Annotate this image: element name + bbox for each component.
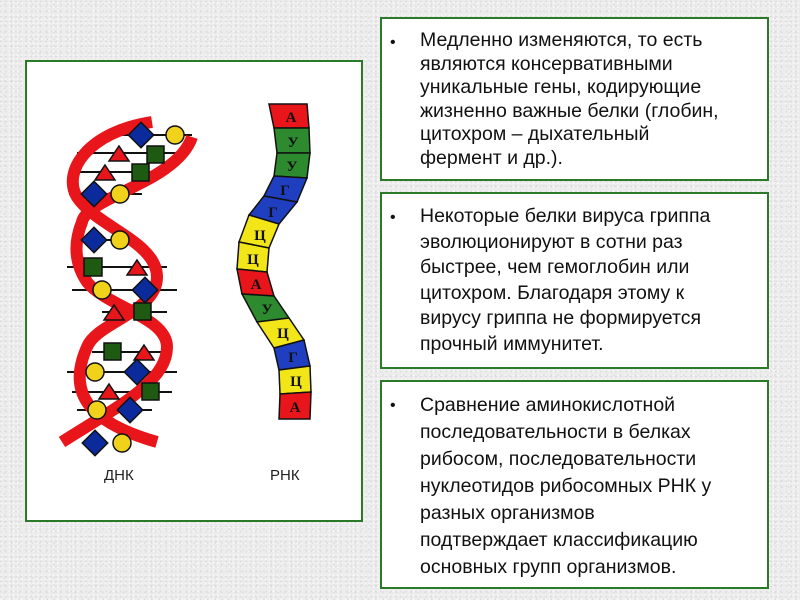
bullet-box-conservative-genes: • Медленно изменяются, то есть являются … — [380, 17, 769, 181]
bullet-marker: • — [390, 209, 396, 226]
svg-text:А: А — [290, 400, 301, 416]
svg-text:Г: Г — [288, 350, 298, 366]
bullet-marker: • — [390, 397, 396, 414]
svg-text:А: А — [286, 110, 297, 126]
svg-text:У: У — [261, 302, 272, 318]
dna-bases — [80, 121, 185, 457]
bullet-marker: • — [390, 34, 396, 51]
bullet-text: Медленно изменяются, то есть являются ко… — [420, 29, 719, 169]
rna-nucleotide: А — [268, 103, 310, 129]
rna-label: РНК — [270, 467, 300, 484]
dna-label: ДНК — [104, 467, 134, 484]
rna-nucleotide: Ц — [237, 214, 281, 249]
svg-text:У: У — [287, 135, 298, 151]
bullet-text: Некоторые белки вируса гриппа эволюциони… — [420, 205, 711, 355]
bullet-text: Сравнение аминокислотной последовательно… — [420, 394, 712, 578]
rna-nucleotide: У — [273, 152, 311, 179]
svg-text:Г: Г — [280, 183, 290, 199]
bullet-box-flu-virus-proteins: • Некоторые белки вируса гриппа эволюцио… — [380, 192, 769, 369]
bullet-box-ribosome-comparison: • Сравнение аминокислотной последователь… — [380, 380, 769, 589]
rna-nucleotide: У — [273, 127, 311, 154]
rna-nucleotide: А — [278, 391, 312, 420]
svg-text:Ц: Ц — [277, 326, 289, 342]
svg-text:Ц: Ц — [247, 252, 259, 268]
rna-strand-illustration: А У У Г Г Ц Ц — [236, 103, 312, 420]
rna-nucleotide: Ц — [278, 365, 312, 395]
rna-nucleotide: У — [240, 293, 291, 323]
svg-text:У: У — [286, 159, 297, 175]
svg-text:Ц: Ц — [254, 228, 266, 244]
dna-double-helix-illustration — [58, 116, 198, 457]
rna-nucleotide: Ц — [236, 241, 270, 273]
rna-nucleotide: А — [236, 268, 276, 297]
svg-text:Г: Г — [268, 205, 278, 221]
dna-rna-image-panel: А У У Г Г Ц Ц — [25, 60, 363, 522]
svg-text:А: А — [251, 277, 262, 293]
svg-text:Ц: Ц — [290, 374, 302, 390]
